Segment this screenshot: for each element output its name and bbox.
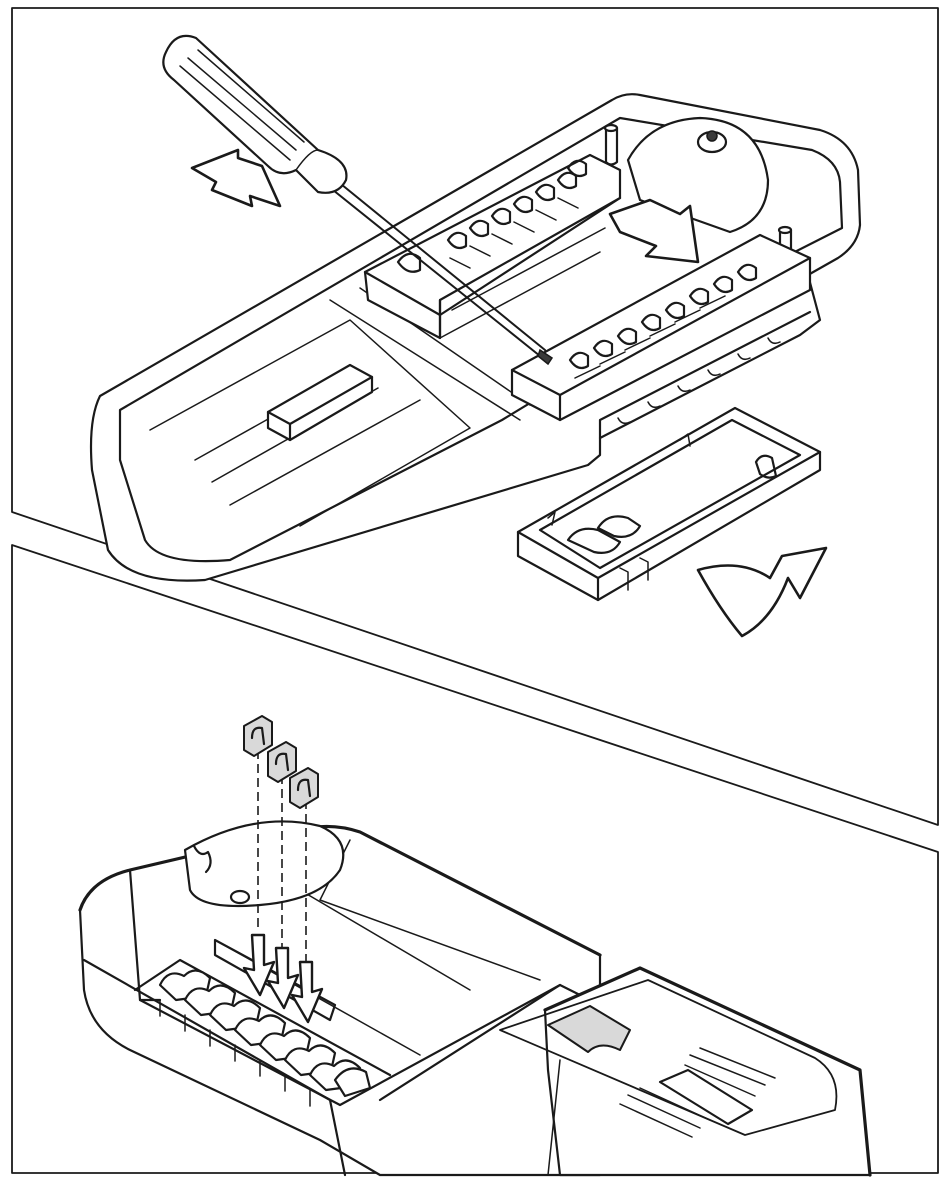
clip-icons bbox=[244, 716, 318, 808]
screw-head-icon bbox=[707, 131, 717, 141]
housing-body bbox=[80, 826, 600, 1175]
clip-3-icon bbox=[290, 768, 318, 808]
top-panel bbox=[91, 36, 860, 636]
bottom-panel bbox=[80, 716, 870, 1175]
remove-arrow-icon bbox=[698, 548, 826, 636]
clip-1-icon bbox=[244, 716, 272, 756]
